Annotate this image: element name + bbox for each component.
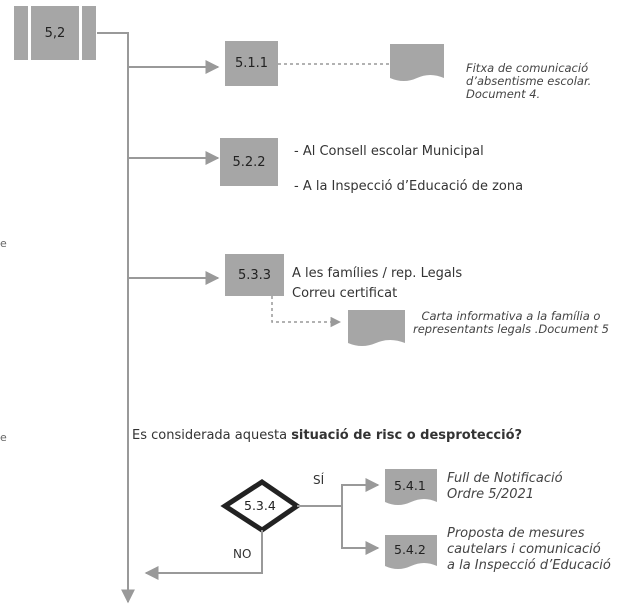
arrow-yes-541 [297,478,380,507]
document-icon-542 [385,535,437,569]
document-icon-5 [348,310,405,346]
node-5-3-4-label: 5.3.4 [244,498,276,513]
no-label: NO [233,547,252,561]
node-5-1-1: 5.1.1 [225,41,278,86]
node-5-2-label: 5,2 [44,25,66,41]
node-5-2: 5,2 [14,6,96,60]
out-541-caption: Full de Notificació Ordre 5/2021 [447,471,563,502]
node-5-2-2: 5.2.2 [220,138,278,186]
node-5-4-2-label: 5.4.2 [394,542,426,557]
arrow-no [144,530,263,580]
arrow-yes-542 [341,506,380,555]
document-icon-1 [390,44,444,81]
dest-consell: - Al Consell escolar Municipal [294,144,484,159]
document-icon-541 [385,469,437,505]
dashed-533-doc [271,296,342,328]
yes-label: SÍ [313,473,325,487]
dest-correu: Correu certificat [292,286,398,301]
margin-mark-1: e [0,237,7,250]
doc5-caption: Carta informativa a la família o represe… [413,309,609,336]
node-5-4-1-label: 5.4.1 [394,478,426,493]
dest-families: A les famílies / rep. Legals [292,266,463,281]
trunk-line [97,32,135,604]
dest-inspeccio: - A la Inspecció d’Educació de zona [294,179,524,194]
node-5-3-3: 5.3.3 [225,254,284,296]
doc4-caption: Fitxa de comunicació d’absentisme escola… [466,61,592,101]
out-542-caption: Proposta de mesures cautelars i comunica… [447,526,611,573]
margin-mark-2: e [0,431,7,444]
decision-question: Es considerada aquesta situació de risc … [132,428,523,443]
